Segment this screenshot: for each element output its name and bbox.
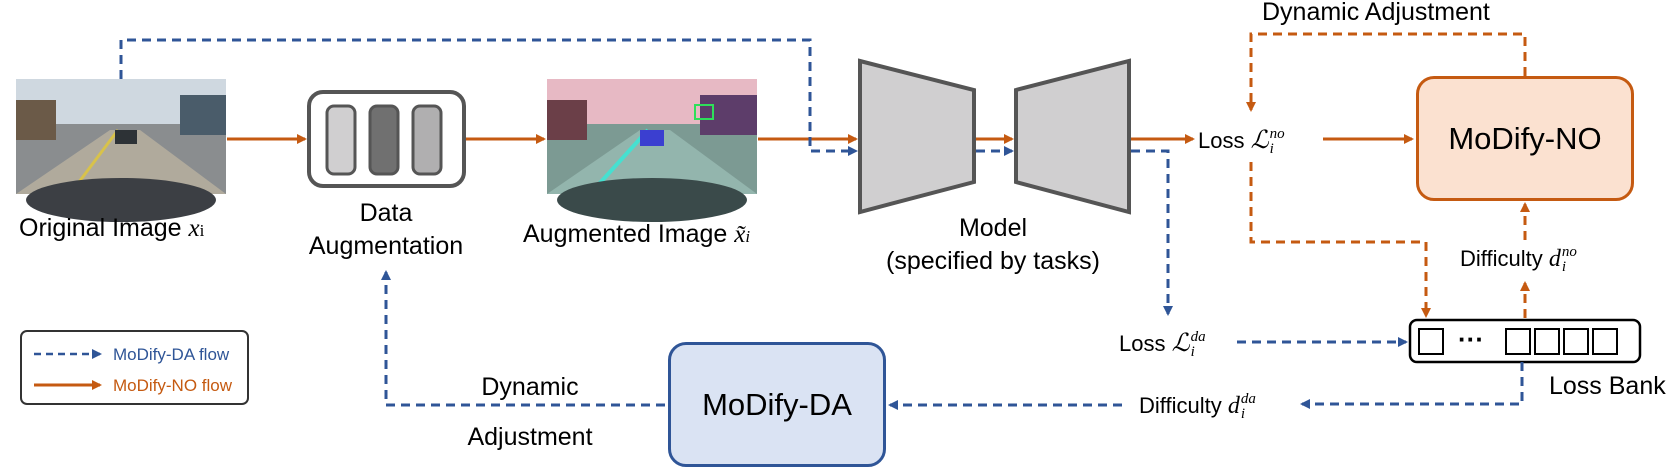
difficulty-da-word: Difficulty (1139, 392, 1222, 418)
data-augmentation-icon (307, 90, 466, 188)
dynamic-adjustment-bottom-line2: Adjustment (467, 423, 593, 451)
legend-no-label: MoDify-NO flow (113, 376, 233, 395)
loss-da-sup: da (1190, 329, 1206, 346)
loss-da-symbol: ℒ (1171, 330, 1190, 357)
loss-no-sup: no (1269, 126, 1285, 143)
arrow-loss-no-to-bank (1249, 162, 1431, 318)
arrow-model-to-loss-da (1131, 149, 1173, 316)
original-image-label: Original Image xi (19, 214, 204, 243)
dynamic-adjustment-bottom-line1: Dynamic (481, 373, 579, 401)
original-image-sub: i (199, 221, 205, 240)
model-decoder-shape (1014, 58, 1131, 215)
difficulty-no-symbol: d (1548, 245, 1561, 272)
loss-no-symbol: ℒ (1250, 127, 1269, 154)
modify-da-box: MoDify-DA (668, 342, 886, 467)
difficulty-no-word: Difficulty (1460, 245, 1543, 271)
arrow-dynamic-adjustment-da (381, 270, 665, 407)
augmented-image-photo (547, 79, 757, 222)
model-encoder-shape (858, 58, 976, 215)
difficulty-no-sub: i (1561, 259, 1567, 275)
difficulty-da-sup: da (1240, 391, 1256, 407)
difficulty-no-sup: no (1561, 244, 1577, 260)
model-line1: Model (958, 214, 1028, 242)
loss-no-sub: i (1269, 141, 1274, 158)
dynamic-adjustment-top-label: Dynamic Adjustment (1262, 0, 1490, 26)
original-image-photo (16, 79, 226, 222)
loss-bank-shape (1408, 318, 1642, 364)
legend-da-label: MoDify-DA flow (113, 345, 230, 364)
loss-bank-label: Loss Bank (1549, 372, 1666, 400)
modify-no-label: MoDify-NO (1448, 120, 1602, 156)
original-image-text: Original Image (19, 214, 182, 242)
modify-da-label: MoDify-DA (702, 386, 852, 422)
augmented-image-text: Augmented Image (523, 220, 728, 248)
original-image-var: x (188, 215, 200, 242)
loss-da-word: Loss (1119, 331, 1166, 356)
legend (20, 330, 249, 405)
arrow-dynamic-adjustment-no (1246, 32, 1527, 112)
data-augmentation-line2: Augmentation (308, 232, 464, 260)
augmented-image-var: x̃ (734, 221, 746, 248)
loss-bank-ellipsis: ··· (1458, 324, 1484, 354)
difficulty-da-symbol: d (1227, 392, 1240, 419)
model-label: Model (specified by tasks) (858, 212, 1128, 278)
loss-da-sub: i (1190, 344, 1195, 361)
dynamic-adjustment-bottom-label: Dynamic Adjustment (438, 362, 622, 462)
augmented-image-label: Augmented Image x̃i (523, 220, 750, 249)
data-augmentation-line1: Data (359, 199, 413, 227)
modify-no-box: MoDify-NO (1416, 76, 1634, 201)
loss-no-word: Loss (1198, 128, 1245, 153)
augmented-image-sub: i (745, 227, 751, 246)
model-line2: (specified by tasks) (886, 247, 1100, 275)
difficulty-da-sub: i (1240, 406, 1246, 422)
data-augmentation-label: Data Augmentation (299, 197, 473, 263)
arrow-bank-to-difficulty-da (1300, 362, 1524, 409)
arrow-original-bypass-to-model (119, 38, 858, 156)
